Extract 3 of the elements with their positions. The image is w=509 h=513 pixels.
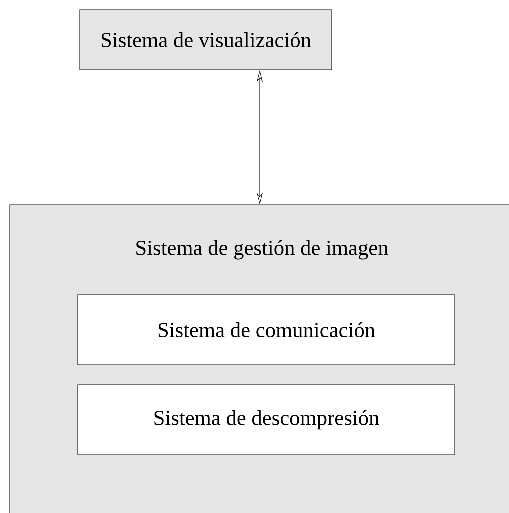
box: Sistema de comunicación [78, 294, 456, 366]
box: Sistema de descompresión [78, 384, 456, 456]
box: Sistema de visualización [80, 10, 332, 70]
